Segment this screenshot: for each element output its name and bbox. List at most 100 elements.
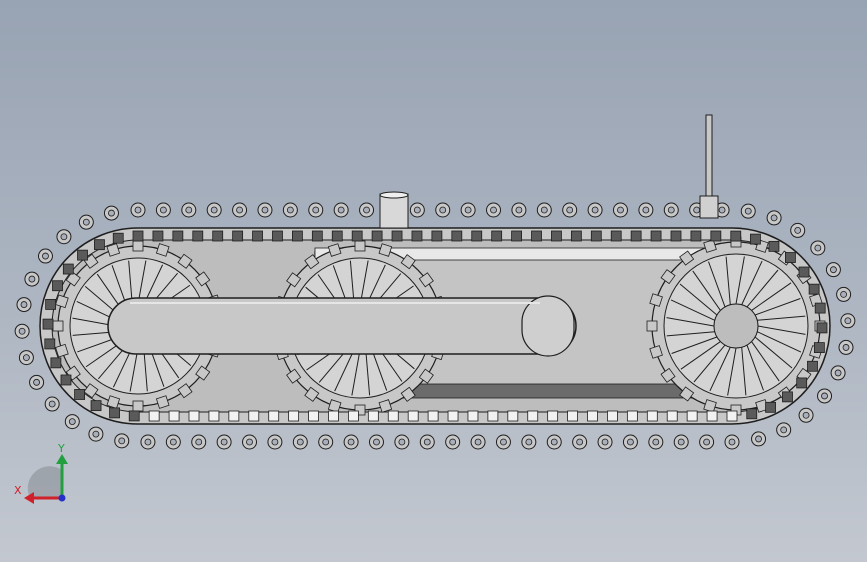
wheel-spoke: [670, 299, 715, 321]
wheel-spoke: [757, 315, 806, 321]
track-shoe-hole: [169, 438, 177, 446]
track-link-block: [626, 410, 638, 422]
wheel-tooth: [304, 386, 320, 402]
track-link-block: [610, 230, 622, 242]
track-link-block: [208, 410, 220, 422]
wheel-spoke: [351, 349, 361, 396]
track-link-block: [814, 302, 826, 314]
wheel-tooth: [327, 243, 342, 257]
track-link-block: [785, 252, 796, 263]
wheel-spoke: [741, 260, 763, 305]
track-shoe-hole: [814, 244, 822, 252]
wheel-spoke: [751, 282, 792, 311]
wheel-spoke: [129, 347, 139, 392]
track-links: [42, 230, 828, 422]
wheel-spoke: [727, 347, 737, 396]
wheel-tooth: [155, 243, 170, 257]
track-link-block: [62, 263, 74, 275]
wheel-spoke: [735, 256, 745, 305]
track-shoe-hole: [134, 206, 142, 214]
track-link-block: [387, 410, 399, 422]
wheel-tooth: [65, 271, 81, 287]
wheel-spoke: [693, 344, 726, 383]
track-link-block: [371, 230, 383, 242]
track-link-block: [152, 230, 164, 242]
wheel-spoke: [365, 349, 371, 396]
wheel-tooth: [55, 294, 69, 309]
wheel-spoke: [757, 325, 806, 335]
wheel-spoke: [666, 317, 715, 327]
wheel-tooth: [106, 395, 121, 409]
track-link-block: [813, 342, 825, 354]
track-shoe-hole: [652, 438, 660, 446]
antenna-base: [699, 195, 719, 219]
track-link-block: [192, 230, 204, 242]
track-shoe-hole: [627, 438, 634, 446]
track-shoe-hole: [185, 206, 193, 214]
wheel-spoke: [692, 270, 721, 311]
track-link-block: [292, 230, 303, 242]
track-link-block: [188, 410, 200, 422]
track-shoe-hole: [770, 214, 778, 222]
track-shoe-hole: [68, 418, 76, 425]
track-link-block: [471, 230, 483, 242]
wheel-spoke: [746, 269, 779, 308]
swing-arm[interactable]: [107, 297, 577, 355]
track-link-block: [351, 230, 363, 242]
track-shoe-hole: [18, 327, 26, 335]
triad-x-label: X: [14, 484, 22, 497]
track-shoe-hole: [28, 275, 36, 283]
track-shoe-hole: [337, 206, 345, 214]
track-shoe-hole: [703, 438, 711, 446]
wheel-tooth: [703, 239, 717, 253]
track-link-block: [172, 230, 184, 242]
track-link-block: [567, 410, 578, 422]
track-shoe-hole: [20, 301, 28, 308]
track-link-block: [710, 230, 722, 242]
track-link-block: [44, 338, 56, 350]
wheel-spoke: [708, 261, 726, 308]
track-shoe-hole: [220, 438, 228, 446]
track-shoe-hole: [261, 206, 269, 214]
track-shoe-hole: [576, 438, 584, 446]
track-link-block: [750, 233, 761, 245]
track-shoe-hole: [33, 378, 40, 386]
track-link-block: [531, 230, 542, 242]
track-link-block: [816, 322, 828, 334]
wheel-spoke: [128, 260, 133, 305]
wheel-tooth: [418, 368, 434, 384]
wheel-tooth: [286, 272, 302, 288]
track-link-block: [768, 240, 780, 252]
track-shoe-hole: [540, 206, 548, 214]
track-shoe-hole: [780, 426, 788, 434]
track-shoe-hole: [236, 206, 243, 214]
track-shoe-hole: [525, 438, 533, 446]
track-shoe-hole: [312, 206, 320, 214]
track-link-block: [60, 374, 72, 386]
track-link-block: [782, 391, 793, 403]
wheel-spoke: [137, 260, 147, 305]
track-link-block: [726, 410, 738, 422]
track-shoe-hole: [286, 206, 294, 214]
wheel-tooth: [649, 345, 663, 359]
triad-z-axis: [58, 494, 66, 502]
wheel-tooth: [400, 254, 416, 270]
track-shoe-hole: [195, 438, 203, 446]
wheel-tooth: [649, 293, 663, 307]
track-shoe-hole: [830, 266, 837, 274]
track-shoe-hole: [755, 435, 762, 443]
track-link-block: [670, 230, 682, 242]
track-shoe-hole: [48, 400, 56, 408]
wheel-tooth: [660, 367, 676, 383]
track-link-block: [746, 408, 758, 420]
track-link-block: [74, 389, 85, 400]
track-link-block: [77, 249, 88, 261]
track-shoe-hole: [718, 206, 726, 214]
track-link-block: [348, 410, 359, 422]
track-link-block: [168, 410, 180, 422]
track-shoe-hole: [601, 438, 609, 446]
triad-y-arrow: [56, 454, 68, 464]
track-shoe-hole: [464, 206, 472, 214]
